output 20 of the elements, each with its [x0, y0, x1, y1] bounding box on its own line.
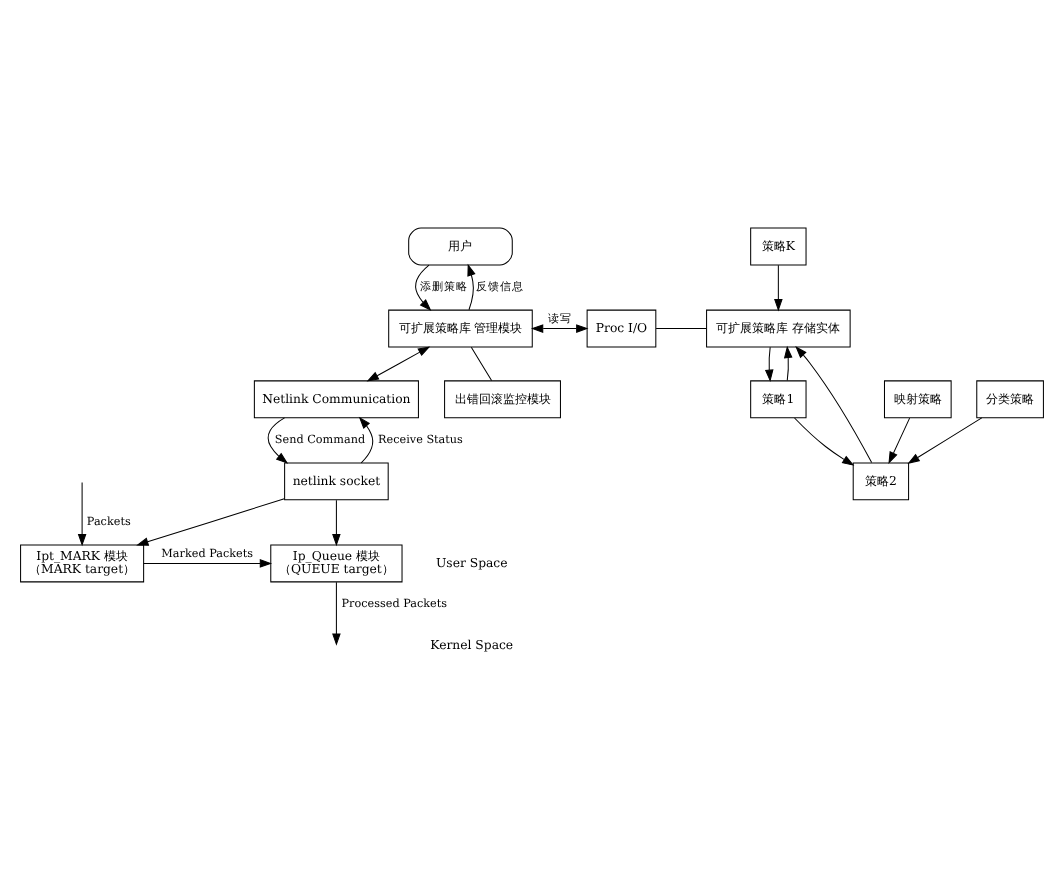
arrow: [143, 559, 273, 568]
arrow: [795, 346, 873, 464]
arrow: [366, 346, 431, 382]
arrow: [332, 581, 341, 646]
arrow: [774, 264, 783, 312]
arrow: [77, 481, 87, 547]
arrow: [267, 417, 289, 464]
arrow: [783, 345, 793, 381]
arrow: [415, 264, 432, 311]
arrow: [888, 417, 911, 465]
connector: [655, 328, 707, 330]
arrow: [794, 417, 855, 466]
connector: [470, 346, 493, 381]
arrow: [332, 499, 341, 547]
arrow: [530, 324, 589, 333]
arrow: [136, 498, 285, 546]
arrow: [358, 416, 374, 464]
arrow: [467, 263, 476, 311]
arrow: [907, 417, 983, 464]
arrow: [764, 346, 774, 382]
